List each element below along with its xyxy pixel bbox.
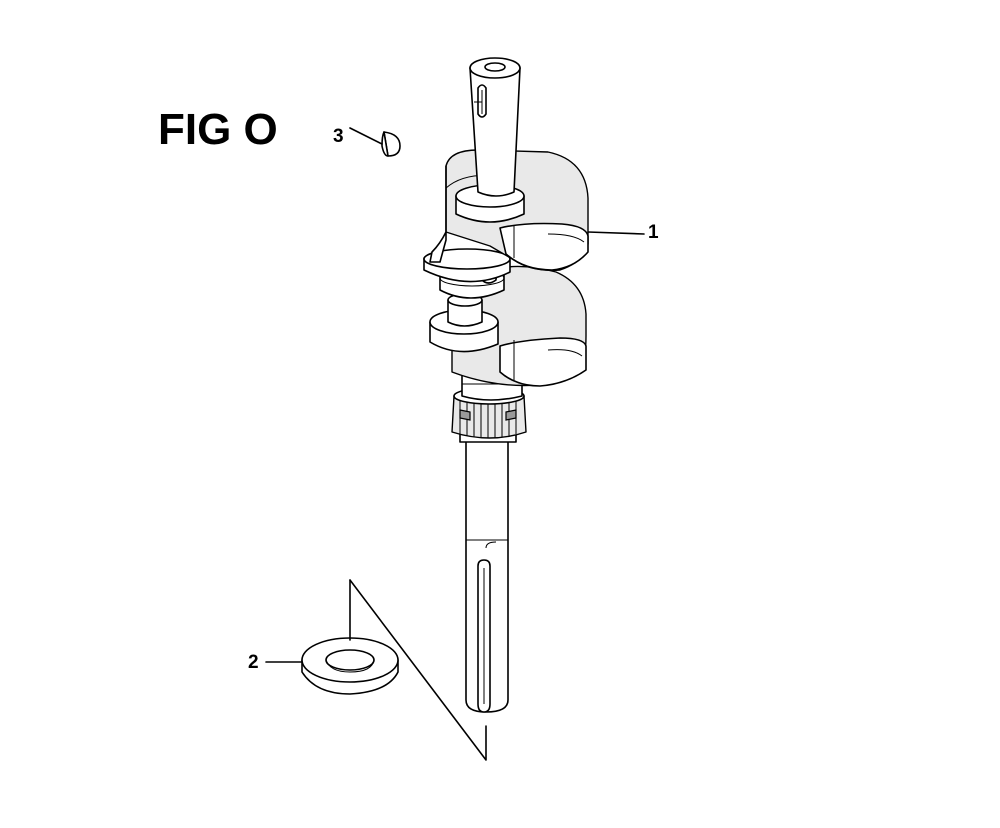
upper-journal xyxy=(455,57,525,223)
callout-label-3: 3 xyxy=(333,126,344,147)
leader-line-3 xyxy=(349,127,383,145)
crank-pin xyxy=(423,248,511,299)
seal-ring xyxy=(301,637,399,695)
guide-line-shaft xyxy=(349,579,487,761)
callout-label-2: 2 xyxy=(248,652,259,673)
woodruff-key xyxy=(381,131,401,157)
lower-journal xyxy=(429,293,499,353)
leader-lines xyxy=(265,127,645,761)
leader-line-1 xyxy=(587,231,645,235)
figure-title: FIG O xyxy=(158,105,278,154)
callout-label-1: 1 xyxy=(648,222,659,243)
pto-shaft xyxy=(465,439,509,713)
